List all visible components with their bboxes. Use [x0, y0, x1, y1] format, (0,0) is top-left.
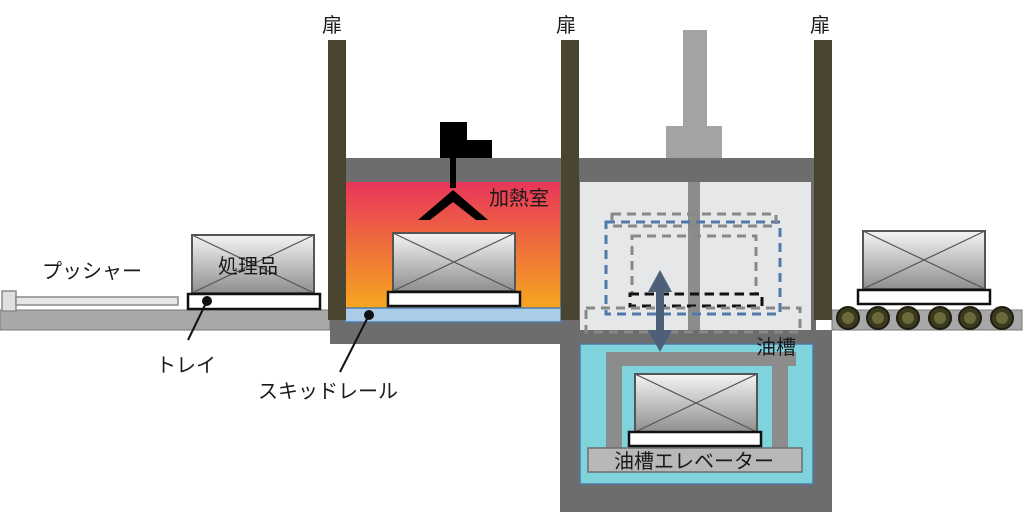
roller-hub	[934, 312, 946, 324]
door-label-2: 扉	[556, 13, 576, 37]
workpiece-left	[186, 234, 322, 311]
stack-base	[666, 126, 722, 158]
roller-hub	[964, 312, 976, 324]
leader-lines	[187, 296, 374, 373]
workpiece-oil	[627, 373, 763, 448]
door-label-3: 扉	[810, 13, 830, 37]
fan-icon	[418, 122, 492, 220]
roller-hub	[842, 312, 854, 324]
tray-left	[186, 292, 322, 311]
tray-right	[856, 288, 992, 306]
stack	[683, 30, 707, 128]
roller-hub	[902, 312, 914, 324]
roller-hub	[996, 312, 1008, 324]
heating-chamber-label: 加熱室	[489, 186, 549, 210]
oil-tank-elevator-label: 油槽エレベーター	[614, 449, 774, 473]
door-2	[561, 40, 579, 320]
elevator-rod	[688, 182, 700, 370]
oil-tank-label: 油槽	[756, 335, 796, 359]
pusher	[1, 290, 179, 312]
door-1	[328, 40, 346, 320]
tray-oil	[627, 430, 763, 448]
skid-rail	[344, 307, 562, 323]
up-down-arrow-icon	[648, 270, 672, 352]
tray-heating	[386, 290, 522, 308]
door-3	[814, 40, 832, 320]
pusher-label: プッシャー	[42, 259, 142, 283]
left-floor	[0, 309, 331, 331]
tray-label: トレイ	[156, 353, 216, 377]
roller-conveyor	[836, 306, 1014, 330]
roller-hub	[872, 312, 884, 324]
workpiece-heating	[386, 232, 522, 308]
door-label-1: 扉	[322, 13, 342, 37]
elevator-raised-outline	[584, 212, 802, 334]
workpiece-right	[856, 230, 992, 306]
skid-rail-label: スキッドレール	[258, 379, 398, 403]
workpiece-label: 処理品	[218, 254, 278, 278]
oil-tank-elevator	[587, 352, 803, 473]
